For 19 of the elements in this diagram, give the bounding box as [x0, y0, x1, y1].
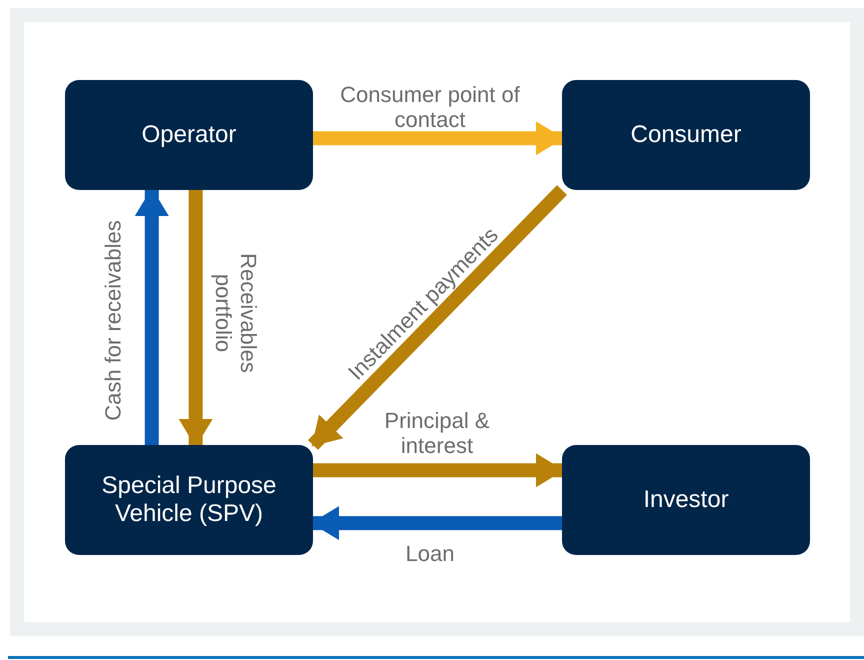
- edge-label: Receivables portfolio: [211, 252, 261, 375]
- flow-arrow: [311, 506, 562, 540]
- flow-arrow: [178, 190, 213, 447]
- edge-label: Cash for receivables: [100, 218, 126, 422]
- entity-name: Operator: [142, 121, 236, 149]
- entity-box: [65, 445, 313, 555]
- flow-arrow: [313, 121, 564, 156]
- flow-arrow: [313, 453, 564, 488]
- entity-box: [562, 445, 810, 555]
- edge-label: Principal & interest: [383, 408, 491, 458]
- edge-label: Loan: [404, 540, 456, 566]
- flow-arrow: [134, 188, 169, 445]
- entity-box: [65, 80, 313, 190]
- entity-box: [562, 80, 810, 190]
- flow-arrow: [308, 185, 568, 450]
- entity-name: Special Purpose Vehicle (SPV): [100, 472, 278, 528]
- edge-label: Consumer point of contact: [340, 82, 520, 132]
- entity-name: Investor: [643, 486, 729, 514]
- entity-name: Consumer: [630, 121, 742, 149]
